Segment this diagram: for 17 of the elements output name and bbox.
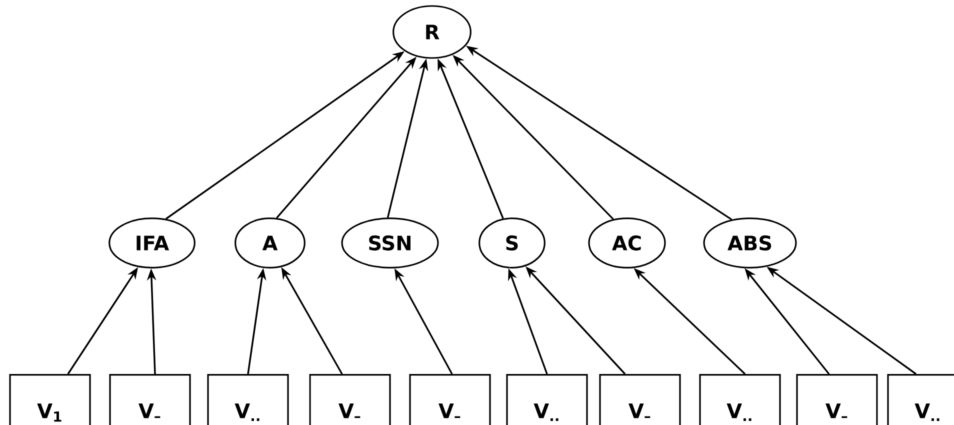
oval-node: ABS: [703, 218, 797, 268]
variable-box: V$_{–}$: [599, 374, 681, 425]
oval-node: SSN: [341, 218, 439, 268]
variable-box: V$_{–}$: [309, 374, 391, 425]
oval-node: A: [234, 218, 306, 268]
variable-box: V$_{–}$: [796, 374, 878, 425]
variable-box: V$_{..}$: [207, 374, 289, 425]
variable-box: V$_{1}$: [9, 374, 91, 425]
variable-box: V$_{..}$: [506, 374, 588, 425]
variable-box: V$_{..}$: [887, 374, 954, 425]
variable-box: V$_{–}$: [409, 374, 491, 425]
variable-box: V$_{–}$: [109, 374, 191, 425]
variable-box: V$_{..}$: [699, 374, 781, 425]
oval-node: IFA: [108, 218, 196, 268]
oval-node: AC: [588, 218, 666, 268]
oval-node: S: [478, 218, 546, 268]
oval-node: R: [392, 5, 472, 59]
